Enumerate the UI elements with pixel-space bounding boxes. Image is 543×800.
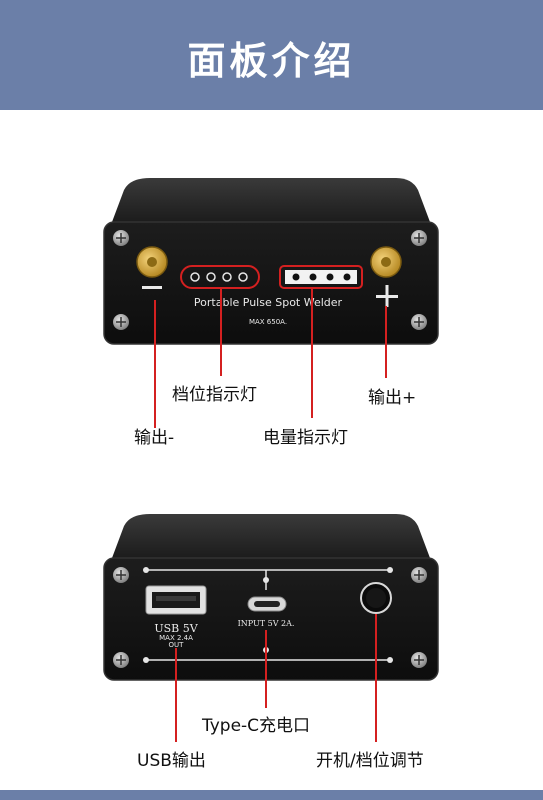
- rear-panel: USB 5V MAX 2.4A OUT INPUT 5V 2A.: [103, 514, 439, 681]
- screw-icon: [411, 314, 427, 330]
- positive-output-terminal[interactable]: [370, 246, 402, 278]
- screw-icon: [411, 230, 427, 246]
- max-current-label: MAX 650A.: [249, 318, 287, 326]
- battery-indicator-leds: [279, 265, 363, 289]
- usb-port[interactable]: [145, 585, 207, 615]
- callout-gear-indicator: 档位指示灯: [172, 385, 257, 405]
- power-button[interactable]: [360, 582, 392, 614]
- screw-icon: [411, 567, 427, 583]
- usb-spec-label: MAX 2.4A: [159, 634, 193, 642]
- gear-indicator-leds: [180, 265, 260, 289]
- screw-icon: [113, 314, 129, 330]
- minus-sign-icon: [142, 286, 162, 289]
- callout-battery-indicator: 电量指示灯: [263, 428, 348, 448]
- screw-icon: [113, 652, 129, 668]
- callout-output-negative: 输出-: [134, 428, 175, 448]
- usb-label: USB 5V: [154, 622, 198, 635]
- input-label: INPUT 5V 2A.: [238, 619, 295, 628]
- front-top-surface: [112, 178, 430, 222]
- plus-sign-icon: [376, 285, 398, 307]
- page-title: 面板介绍: [187, 39, 356, 83]
- front-callout-lines: [154, 289, 387, 428]
- footer-bar: [0, 790, 543, 800]
- callout-power-gear: 开机/档位调节: [316, 751, 424, 771]
- panel-silk-dots: [143, 567, 393, 663]
- screw-icon: [113, 230, 129, 246]
- rear-top-surface: [112, 514, 430, 558]
- front-face: [104, 222, 438, 344]
- negative-output-terminal[interactable]: [136, 246, 168, 278]
- callout-typec-charge: Type-C充电口: [202, 716, 311, 736]
- callout-usb-output: USB输出: [137, 751, 206, 771]
- typec-port[interactable]: [247, 596, 287, 612]
- front-panel: Portable Pulse Spot Welder MAX 650A.: [103, 178, 439, 345]
- callout-output-positive: 输出+: [368, 388, 417, 408]
- device-label: Portable Pulse Spot Welder: [194, 296, 343, 309]
- usb-out-label: OUT: [169, 641, 185, 649]
- rear-callout-lines: [175, 614, 377, 742]
- screw-icon: [411, 652, 427, 668]
- screw-icon: [113, 567, 129, 583]
- header-banner: 面板介绍: [0, 0, 543, 110]
